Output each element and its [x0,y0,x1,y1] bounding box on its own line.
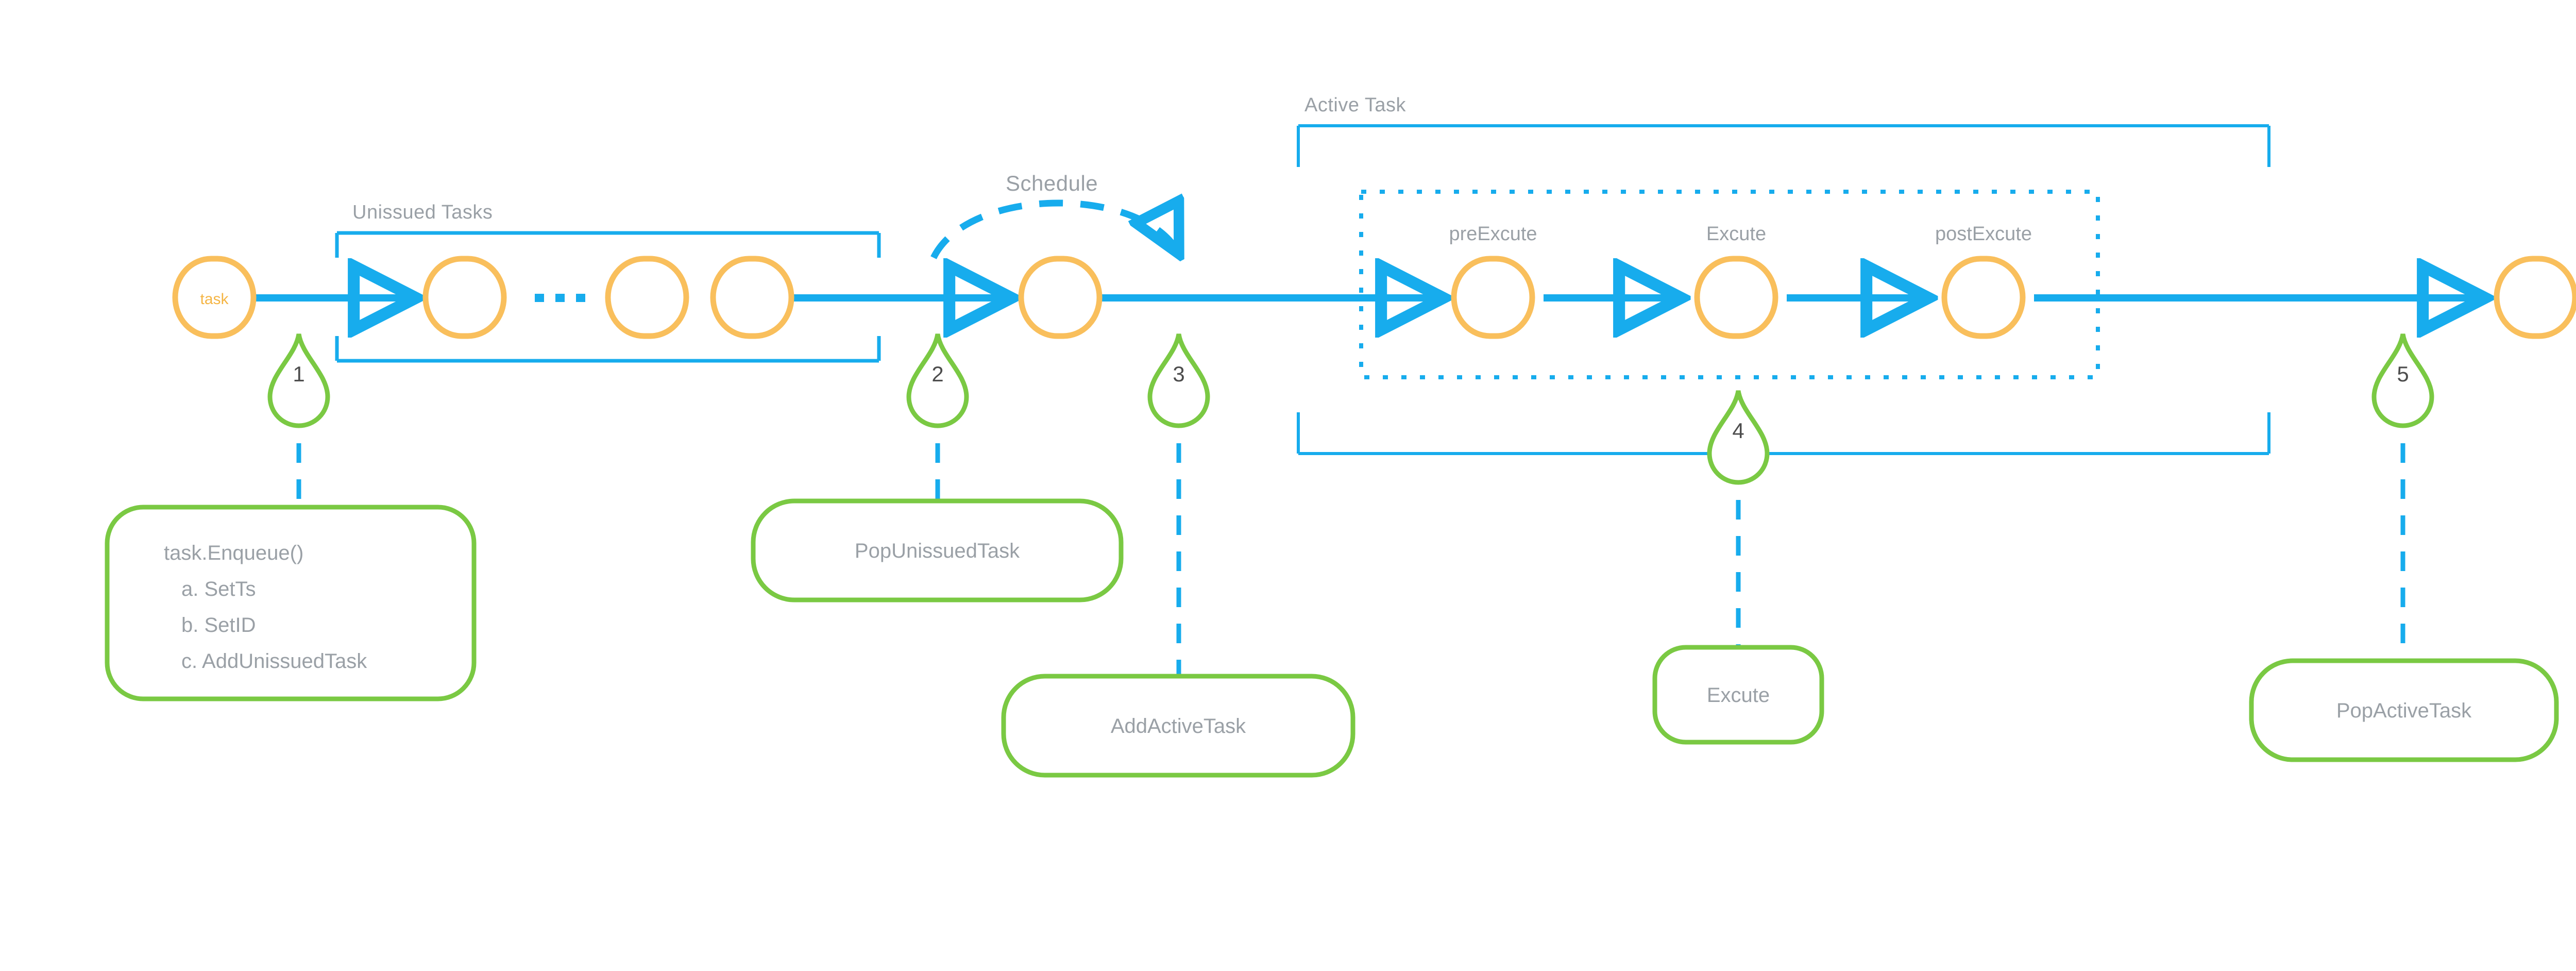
group-label-schedule: Schedule [1006,171,1098,195]
callout-1-line-3: c. AddUnissuedTask [181,650,367,673]
marker-pin-2[interactable]: 2 [906,333,969,428]
marker-pin-3[interactable]: 3 [1147,333,1210,428]
marker-pin-5-number: 5 [2397,362,2409,386]
callout-3-line-0: AddActiveTask [1111,715,1246,738]
callout-4-line-0: Excute [1707,684,1770,707]
callout-box-2[interactable]: PopUnissuedTask [751,498,1124,602]
callout-box-1[interactable]: task.Enqueue() a. SetTs b. SetID c. AddU… [105,505,477,701]
marker-pin-5[interactable]: 5 [2371,333,2434,428]
callout-box-4[interactable]: Excute [1652,645,1824,745]
marker-pin-1[interactable]: 1 [267,333,330,428]
stage-label-excute: Excute [1706,223,1766,245]
schedule-arc [930,203,1179,258]
callout-2-line-0: PopUnissuedTask [855,540,1020,562]
node-postexcute[interactable] [1941,256,2026,339]
stage-label-preexcute: preExcute [1449,223,1537,245]
node-completed[interactable] [2494,256,2576,339]
marker-pin-2-number: 2 [931,362,943,386]
stage-postexcute[interactable]: postExcute [1935,223,2032,339]
group-bracket-active-task [1297,124,2270,455]
node-schedule-target[interactable] [1018,256,1103,339]
stage-label-postexcute: postExcute [1935,223,2032,245]
marker-pin-1-number: 1 [293,362,304,386]
node-task[interactable]: task [172,256,257,339]
node-task-label: task [200,291,229,308]
callout-connectors [296,407,2405,680]
callout-box-3[interactable]: AddActiveTask [1001,674,1355,778]
node-unissued-2[interactable] [605,256,689,339]
callout-1-line-2: b. SetID [181,614,256,637]
group-label-unissued-tasks: Unissued Tasks [352,202,493,223]
node-excute[interactable] [1694,256,1778,339]
node-unissued-3[interactable] [710,256,794,339]
callout-5-line-0: PopActiveTask [2336,699,2472,722]
callout-1-line-1: a. SetTs [181,578,256,600]
group-label-active-task: Active Task [1304,94,1406,116]
group-bracket-unissued-tasks [335,231,881,363]
node-unissued-1[interactable] [422,256,507,339]
callout-1-line-0: task.Enqueue() [164,542,303,564]
stage-preexcute[interactable]: preExcute [1449,223,1537,339]
marker-pin-4-number: 4 [1732,418,1744,443]
callout-box-5[interactable]: PopActiveTask [2249,658,2559,762]
stage-excute[interactable]: Excute [1694,223,1778,339]
marker-pin-4[interactable]: 4 [1707,390,1770,485]
marker-pin-3-number: 3 [1173,362,1184,386]
node-preexcute[interactable] [1451,256,1535,339]
queue-ellipsis [535,294,585,302]
